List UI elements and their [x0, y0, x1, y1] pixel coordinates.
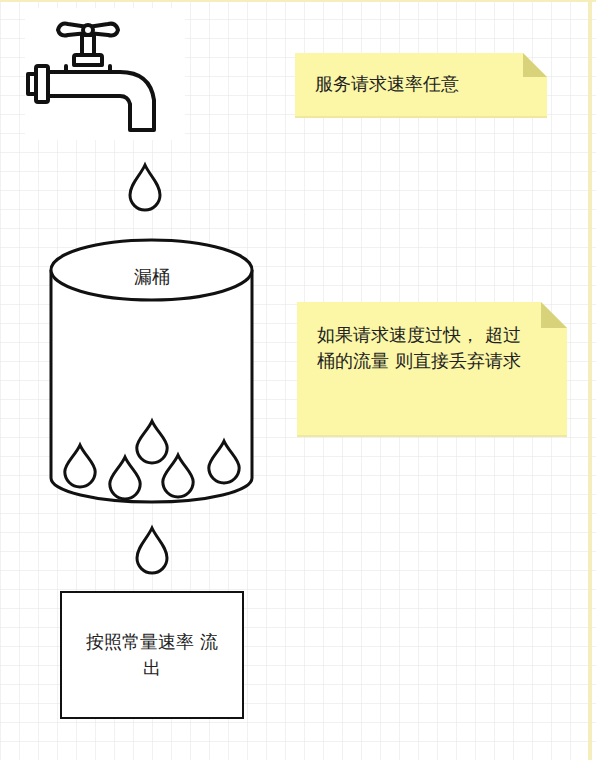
bucket-label: 漏桶	[49, 264, 254, 290]
box-label: 按照常量速率 流出	[80, 629, 224, 681]
note-paper	[297, 302, 567, 436]
bucket-body	[51, 270, 252, 502]
note-text: 如果请求速度过快， 超过桶的流量 则直接丢弃请求	[317, 322, 537, 374]
sticky-note: 服务请求速率任意	[295, 53, 547, 117]
note-fold	[523, 53, 547, 77]
note-shadow	[297, 435, 567, 437]
edge-strip	[588, 0, 592, 760]
water-drop	[137, 421, 167, 463]
note-shadow	[295, 116, 547, 118]
note-fold	[541, 302, 567, 328]
water-drop	[209, 441, 239, 483]
edge-strip	[0, 0, 596, 2]
water-drop	[65, 445, 95, 487]
sticky-note: 如果请求速度过快， 超过桶的流量 则直接丢弃请求	[297, 302, 567, 436]
water-drop	[110, 457, 140, 499]
leaky-bucket: 漏桶	[49, 238, 254, 506]
water-drop	[163, 455, 193, 497]
faucet-icon	[25, 8, 185, 140]
note-text: 服务请求速率任意	[315, 71, 503, 97]
process-box: 按照常量速率 流出	[60, 591, 244, 719]
note-paper	[295, 53, 547, 117]
